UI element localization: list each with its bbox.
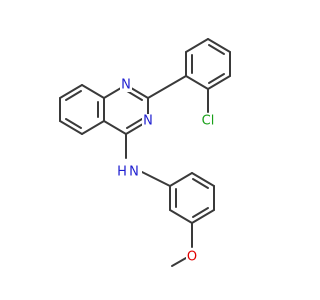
molecule-canvas: N N Cl H N O — [59, 38, 231, 267]
bond-b3-b4 — [191, 209, 215, 224]
bond-a6-a1 — [185, 75, 209, 90]
bond-c8a-c1 — [81, 84, 105, 99]
atom-label-amine-nitrogen: N — [129, 165, 139, 180]
n1-bg — [120, 78, 132, 92]
atom-label-nitrogen-top: N — [121, 78, 131, 93]
bond-c1-c2 — [59, 84, 83, 99]
bond-nh-ph — [139, 170, 171, 187]
bond-n1-c2-inner — [126, 90, 143, 101]
bond-c4-c4a — [103, 120, 127, 135]
nh-bg — [118, 164, 142, 180]
bond-a3-a4 — [207, 38, 231, 53]
bond-b6-b1 — [169, 172, 193, 187]
bond-a2-a3 — [185, 38, 209, 53]
structure-diagram: N N Cl H N O — [59, 38, 231, 267]
bond-n3-c4-inner — [126, 118, 143, 129]
bond-o-methyl — [171, 257, 187, 267]
bond-b5-b6-inner — [192, 178, 209, 189]
bond-layer — [59, 38, 231, 267]
bond-a5-a6-inner — [208, 73, 225, 84]
cl-bg — [198, 114, 218, 128]
atom-label-oxygen: O — [187, 250, 197, 265]
bond-b3-b4-inner — [192, 207, 209, 218]
atom-label-layer: N N Cl H N O — [117, 78, 218, 265]
bond-a5-a6 — [207, 75, 231, 90]
n3-bg — [142, 114, 154, 128]
bond-c4-c4a — [81, 120, 105, 135]
atom-label-amine-h: H — [117, 165, 127, 180]
bond-b2-b3 — [169, 209, 193, 224]
atom-label-nitrogen-ring: N — [143, 114, 153, 129]
bond-c3-c4 — [59, 120, 83, 135]
bond-a3-a4-inner — [208, 44, 225, 55]
o-bg — [186, 250, 198, 264]
bond-c3-c4-inner — [65, 118, 82, 129]
bond-c2-aryl — [147, 75, 187, 99]
bond-b5-b6 — [191, 172, 215, 187]
bond-c1-c2-inner — [65, 90, 82, 101]
atom-label-chlorine: Cl — [202, 114, 215, 129]
